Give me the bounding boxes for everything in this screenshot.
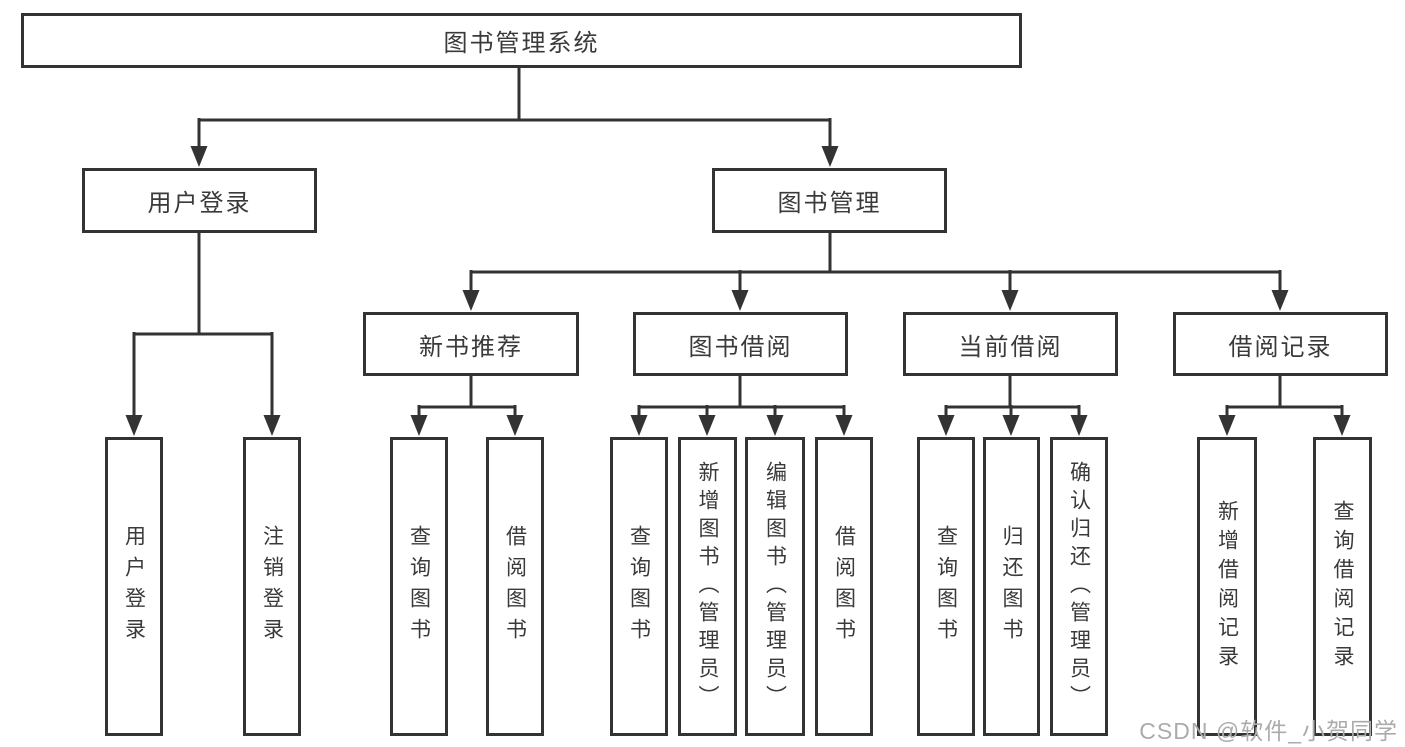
node-label: 确认归还（管理员）: [1067, 460, 1091, 713]
node-label: 借阅图书: [503, 524, 527, 649]
leaf-query-books-borrow: 查询图书: [610, 437, 668, 736]
node-current-borrow: 当前借阅: [903, 312, 1118, 376]
node-label: 用户登录: [147, 190, 252, 217]
node-label: 图书管理系统: [443, 30, 600, 57]
leaf-add-borrow-record: 新增借阅记录: [1197, 437, 1257, 736]
node-label: 图书借阅: [688, 333, 793, 361]
leaf-query-books-recommend: 查询图书: [390, 437, 448, 736]
node-book-borrow: 图书借阅: [633, 312, 848, 376]
leaf-query-books-current: 查询图书: [917, 437, 975, 736]
node-borrow-records: 借阅记录: [1173, 312, 1388, 376]
leaf-borrow-books-recommend: 借阅图书: [486, 437, 544, 736]
node-label: 查询图书: [407, 524, 431, 649]
node-book-management: 图书管理: [712, 168, 947, 233]
leaf-user-login: 用户登录: [105, 437, 163, 736]
leaf-confirm-return-admin: 确认归还（管理员）: [1050, 437, 1108, 736]
node-label: 查询图书: [627, 524, 651, 649]
node-new-book-recommend: 新书推荐: [363, 312, 579, 376]
arrowheads: [125, 146, 1351, 436]
leaf-logout: 注销登录: [243, 437, 301, 736]
node-label: 查询图书: [934, 524, 958, 649]
node-label: 归还图书: [1000, 524, 1023, 649]
node-label: 借阅图书: [832, 524, 856, 649]
leaf-return-book: 归还图书: [983, 437, 1040, 736]
node-user-login: 用户登录: [82, 168, 317, 233]
node-label: 用户登录: [122, 524, 146, 649]
leaf-edit-book-admin: 编辑图书（管理员）: [745, 437, 805, 736]
node-label: 编辑图书（管理员）: [763, 460, 787, 713]
node-label: 当前借阅: [958, 333, 1063, 361]
node-label: 新增图书（管理员）: [696, 460, 719, 713]
node-label: 查询借阅记录: [1331, 499, 1354, 674]
csdn-watermark: CSDN @软件_小贺同学: [1139, 718, 1398, 744]
node-label: 图书管理: [777, 190, 882, 217]
node-label: 注销登录: [260, 524, 284, 649]
node-label: 新增借阅记录: [1215, 499, 1239, 674]
leaf-add-book-admin: 新增图书（管理员）: [678, 437, 737, 736]
leaf-query-borrow-record: 查询借阅记录: [1313, 437, 1372, 736]
leaf-borrow-books: 借阅图书: [815, 437, 873, 736]
node-label: 新书推荐: [419, 333, 523, 361]
node-root: 图书管理系统: [21, 13, 1022, 68]
node-label: 借阅记录: [1228, 333, 1333, 361]
